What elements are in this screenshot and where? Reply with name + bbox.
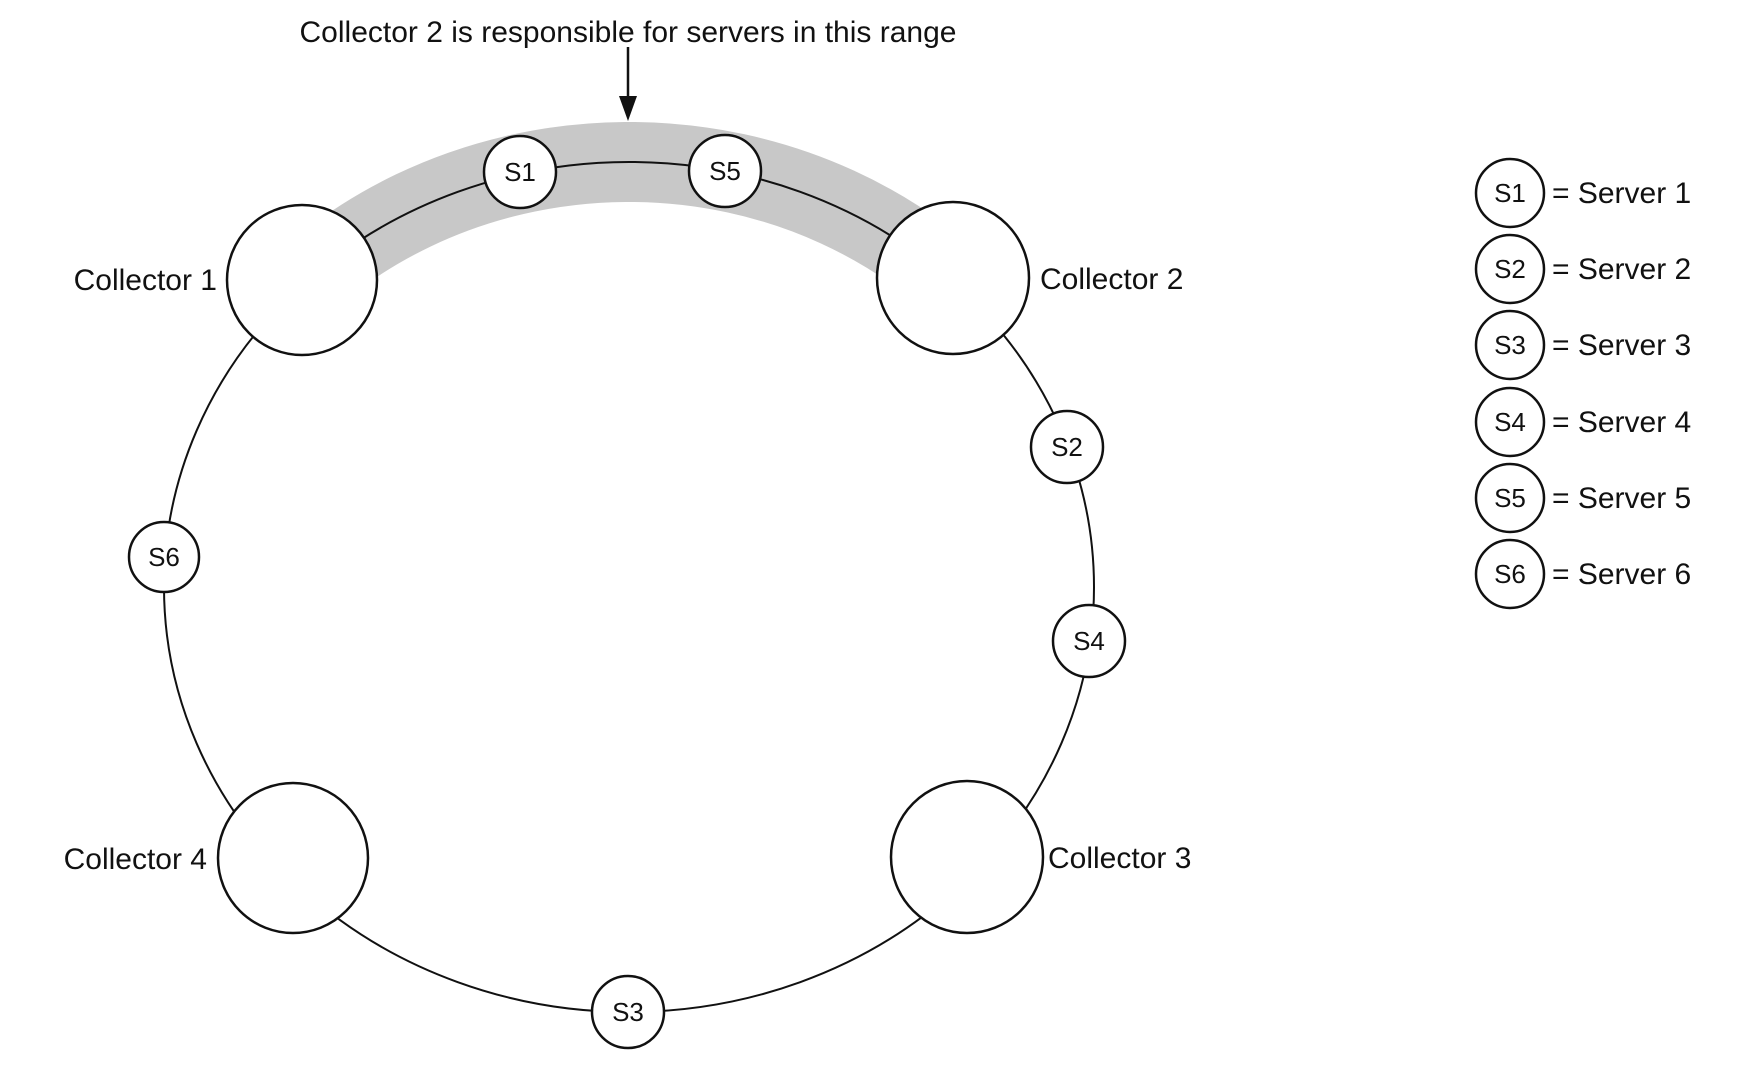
legend-s2-circle	[1474, 233, 1546, 305]
legend-s4-circle	[1474, 386, 1546, 458]
collector-4-label: Collector 4	[64, 843, 207, 876]
collector-4-node	[216, 781, 370, 935]
legend-s5-label: = Server 5	[1552, 482, 1691, 515]
legend-item: S2 = Server 2	[1474, 233, 1691, 305]
server-s5-label: S5	[709, 156, 741, 186]
server-s1-label: S1	[504, 157, 536, 187]
collector-1-node	[225, 203, 379, 357]
legend-s5-symbol: S5	[1494, 483, 1526, 513]
legend-item: S5 = Server 5	[1474, 462, 1691, 534]
server-s4-label: S4	[1073, 626, 1105, 656]
collector-2-label: Collector 2	[1040, 263, 1183, 296]
legend-item: S4 = Server 4	[1474, 386, 1691, 458]
legend-item: S6 = Server 6	[1474, 538, 1691, 610]
legend-s1-circle	[1474, 157, 1546, 229]
legend-s6-circle	[1474, 538, 1546, 610]
legend-s2-symbol: S2	[1494, 254, 1526, 284]
server-s1-node	[482, 134, 558, 210]
server-s2-label: S2	[1051, 432, 1083, 462]
legend-s4-label: = Server 4	[1552, 406, 1691, 439]
legend-s3-symbol: S3	[1494, 330, 1526, 360]
legend-s2-label: = Server 2	[1552, 253, 1691, 286]
server-s6-label: S6	[148, 542, 180, 572]
legend-s4-symbol: S4	[1494, 407, 1526, 437]
server-s3-label: S3	[612, 997, 644, 1027]
server-s6-node	[127, 520, 201, 594]
collector-2-node	[875, 200, 1031, 356]
collector-1-label: Collector 1	[74, 264, 217, 297]
legend-s3-circle	[1474, 309, 1546, 381]
legend-s3-label: = Server 3	[1552, 329, 1691, 362]
legend-s6-label: = Server 6	[1552, 558, 1691, 591]
legend-s6-symbol: S6	[1494, 559, 1526, 589]
legend-s1-symbol: S1	[1494, 178, 1526, 208]
collector-3-label: Collector 3	[1048, 842, 1191, 875]
annotation-arrow-head-icon	[619, 96, 637, 121]
legend: S1 = Server 1 S2 = Server 2 S3 = Server …	[1474, 157, 1691, 610]
annotation-text: Collector 2 is responsible for servers i…	[300, 16, 957, 49]
server-s5-node	[687, 133, 763, 209]
legend-item: S1 = Server 1	[1474, 157, 1691, 229]
legend-item: S3 = Server 3	[1474, 309, 1691, 381]
legend-s1-label: = Server 1	[1552, 177, 1691, 210]
server-s2-node	[1029, 409, 1105, 485]
legend-s5-circle	[1474, 462, 1546, 534]
collector-3-node	[889, 779, 1045, 935]
server-s4-node	[1051, 603, 1127, 679]
server-s3-node	[590, 974, 666, 1050]
